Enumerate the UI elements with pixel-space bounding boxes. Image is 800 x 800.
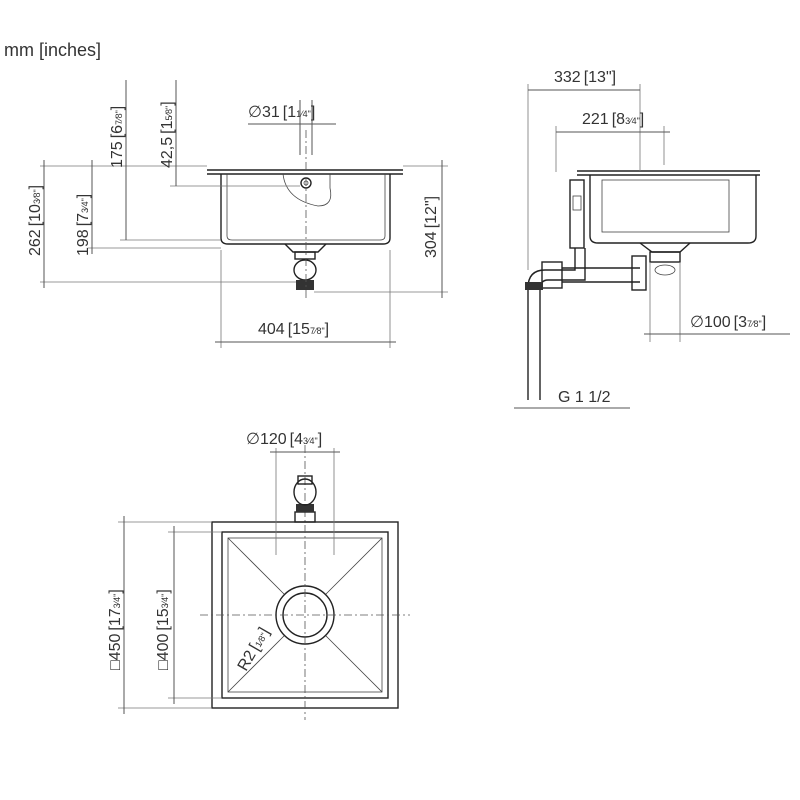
side-view: 332[13"] 221[83⁄4"] ∅100[37⁄8"] G 1 1/2: [514, 69, 790, 409]
dim-31-text: ∅31[11⁄4"]: [248, 104, 315, 121]
thread-text: G 1 1/2: [558, 389, 611, 406]
top-view: ∅120[43⁄4"] □450[173⁄4"] □400[153⁄4"] R2…: [107, 431, 410, 720]
dim-100-text: ∅100[37⁄8"]: [690, 314, 766, 331]
dim-262-text: 262[103⁄8"]: [27, 185, 44, 256]
front-view: 175[67⁄8"] 42,5[15⁄8"] ∅31[11⁄4"] 262[10…: [27, 80, 448, 348]
dim-175-text: 175[67⁄8"]: [109, 106, 126, 168]
dim-400-text: □400[153⁄4"]: [155, 589, 172, 670]
dim-332-text: 332[13"]: [554, 69, 616, 86]
dim-120-text: ∅120[43⁄4"]: [246, 431, 322, 448]
dim-304-text: 304[12"]: [423, 196, 440, 258]
dim-198-text: 198[73⁄4"]: [75, 194, 92, 256]
dim-221-text: 221[83⁄4"]: [582, 111, 644, 128]
dim-42-5-text: 42,5[15⁄8"]: [159, 101, 176, 168]
dim-450-text: □450[173⁄4"]: [107, 589, 124, 670]
units-label: mm [inches]: [4, 40, 102, 60]
dim-404-text: 404[157⁄8"]: [258, 321, 329, 338]
